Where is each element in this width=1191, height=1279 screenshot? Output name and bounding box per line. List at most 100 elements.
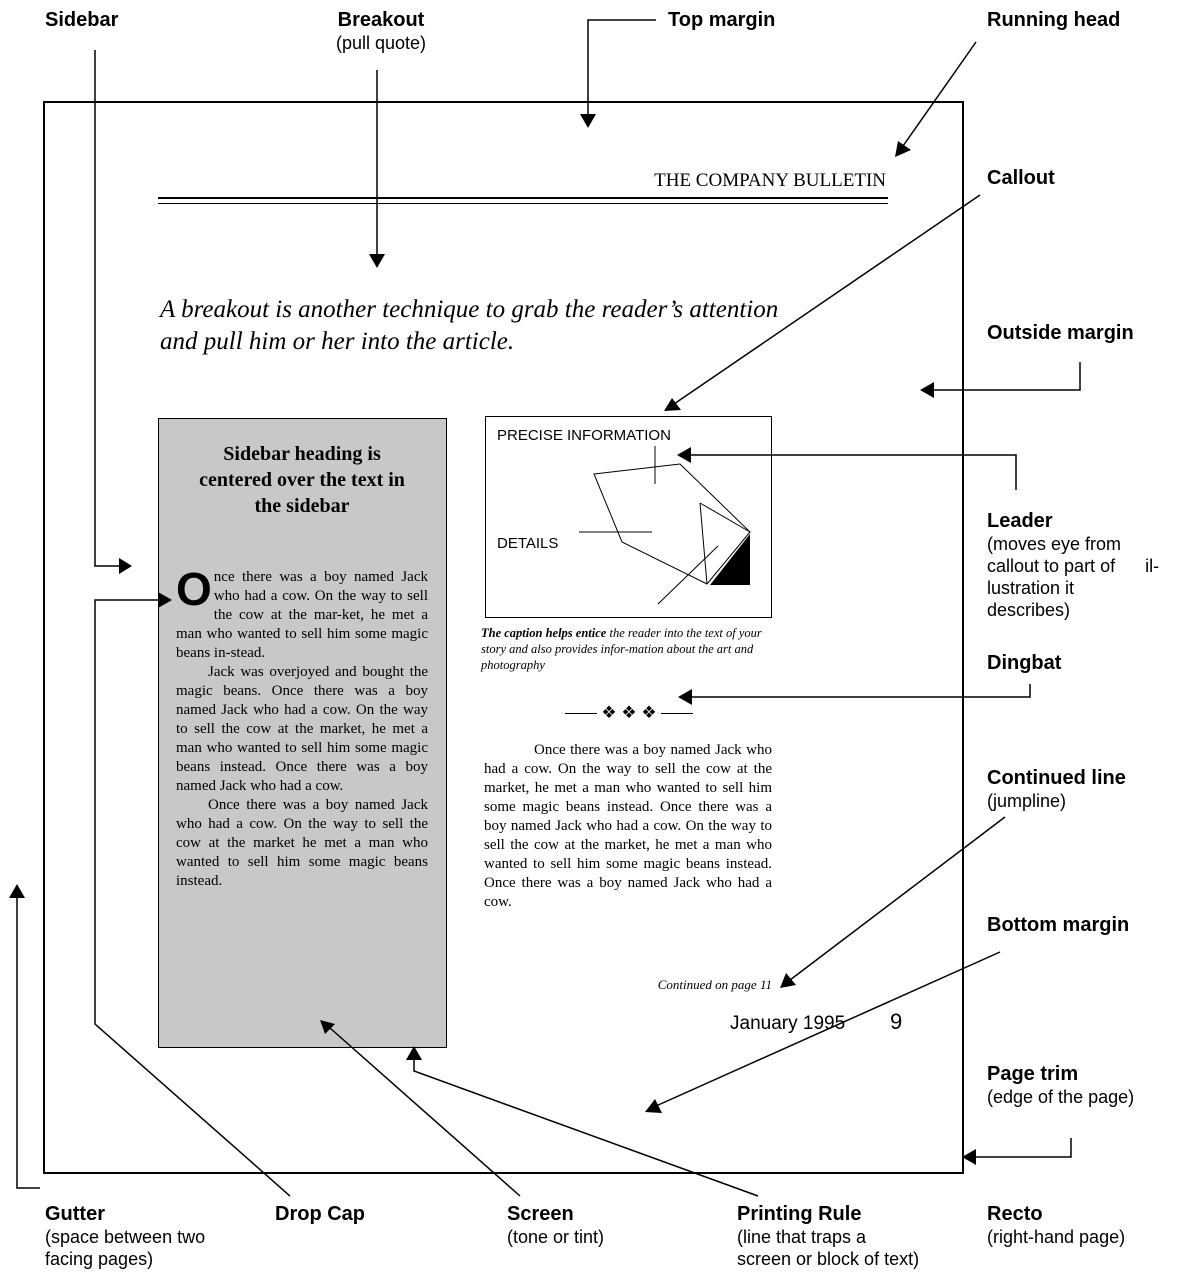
- drop-cap-letter: O: [176, 563, 212, 615]
- leader-printing-rule: [413, 1058, 759, 1197]
- page-trim-border: [43, 101, 964, 1174]
- label-bottom-margin: Bottom margin: [987, 913, 1129, 937]
- label-top-margin-title: Top margin: [668, 9, 776, 31]
- leader-bottom-margin: [655, 951, 1001, 1107]
- illustration-inner-line: [699, 502, 708, 585]
- sidebar-heading: Sidebar heading is centered over the tex…: [199, 443, 405, 517]
- leader-sidebar: [94, 50, 120, 567]
- label-screen-title: Screen: [507, 1203, 574, 1225]
- label-outside-margin-title: Outside margin: [987, 322, 1134, 344]
- leader-continued-line: [789, 816, 1006, 981]
- callout-precise-information: PRECISE INFORMATION: [497, 427, 671, 444]
- label-callout: Callout: [987, 166, 1055, 190]
- sidebar-paragraph-3: Once there was a boy named Jack who had …: [176, 797, 428, 889]
- dingbat-ornament: ❖ ❖ ❖: [548, 703, 710, 723]
- label-recto-desc: (right-hand page): [987, 1227, 1126, 1247]
- label-screen-desc: (tone or tint): [507, 1227, 605, 1247]
- arrowhead-sidebar: [119, 558, 132, 574]
- leader-outside-margin: [932, 362, 1081, 391]
- arrowhead-gutter: [9, 884, 25, 898]
- label-running-head-title: Running head: [987, 9, 1121, 31]
- label-printing-rule-desc-2: screen or block of text): [737, 1249, 920, 1269]
- label-breakout-title: Breakout: [337, 9, 425, 31]
- illustration-box: [485, 416, 772, 618]
- label-leader-desc-2: callout to part of il-: [987, 556, 1160, 576]
- label-dingbat: Dingbat: [987, 651, 1061, 675]
- sidebar-paragraph-2: Jack was overjoyed and bought the magic …: [176, 664, 428, 794]
- label-gutter-desc-2: facing pages): [45, 1249, 154, 1269]
- caption-bold-lead: The caption helps entice: [481, 626, 607, 640]
- label-leader-desc-1: (moves eye from: [987, 534, 1122, 554]
- leader-screen: [329, 1027, 521, 1197]
- label-drop-cap: Drop Cap: [275, 1202, 365, 1226]
- label-gutter-title: Gutter: [45, 1203, 105, 1225]
- label-leader-title: Leader: [987, 510, 1053, 532]
- leader-top-margin: [587, 19, 656, 116]
- arrowhead-bottom-margin: [645, 1099, 662, 1113]
- leader-callout: [673, 194, 981, 405]
- label-continued-line: Continued line (jumpline): [987, 766, 1126, 812]
- arrowhead-breakout: [369, 254, 385, 268]
- folio-page-number: 9: [890, 1009, 903, 1034]
- label-gutter-desc-1: (space between two: [45, 1227, 206, 1247]
- leader-running-head: [902, 41, 977, 147]
- label-breakout: Breakout (pull quote): [316, 8, 446, 54]
- label-sidebar: Sidebar: [45, 8, 118, 32]
- arrowhead-leader: [677, 447, 691, 463]
- label-leader-desc-4: describes): [987, 600, 1071, 620]
- leader-leader: [688, 454, 1017, 490]
- callout-details: DETAILS: [497, 535, 559, 552]
- label-bottom-margin-title: Bottom margin: [987, 914, 1130, 936]
- arrowhead-printing-rule: [406, 1046, 422, 1060]
- illustration-black-triangle: [710, 534, 750, 585]
- running-head-text: THE COMPANY BULLETIN: [654, 170, 886, 191]
- label-dingbat-title: Dingbat: [987, 652, 1062, 674]
- leader-gutter: [16, 896, 40, 1189]
- running-head-rule-thick: [158, 197, 888, 199]
- label-running-head: Running head: [987, 8, 1120, 32]
- label-breakout-desc: (pull quote): [335, 33, 427, 53]
- label-continued-line-title: Continued line: [987, 767, 1126, 789]
- leader-page-trim: [972, 1138, 1072, 1158]
- arrowhead-callout: [664, 398, 681, 411]
- label-printing-rule-title: Printing Rule: [737, 1203, 862, 1225]
- label-gutter: Gutter (space between two facing pages): [45, 1202, 205, 1270]
- label-drop-cap-title: Drop Cap: [275, 1203, 365, 1225]
- arrowhead-outside-margin: [920, 382, 934, 398]
- illustration-caption: The caption helps entice the reader into…: [481, 625, 773, 673]
- label-recto-title: Recto: [987, 1203, 1043, 1225]
- label-recto: Recto (right-hand page): [987, 1202, 1125, 1248]
- illustration-polygon: [593, 463, 751, 585]
- arrowhead-top-margin: [580, 114, 596, 128]
- label-screen: Screen (tone or tint): [507, 1202, 604, 1248]
- dingbat-right-line: [661, 713, 694, 715]
- footer-date: January 1995: [730, 1013, 846, 1034]
- dingbat-glyphs: ❖ ❖ ❖: [601, 703, 657, 722]
- breakout-pull-quote: A breakout is another technique to grab …: [160, 296, 779, 355]
- label-printing-rule-desc-1: (line that traps a: [737, 1227, 867, 1247]
- label-continued-line-desc: (jumpline): [987, 791, 1067, 811]
- arrowhead-continued-line: [780, 973, 796, 988]
- article-body-text: Once there was a boy named Jack who had …: [484, 742, 772, 910]
- label-leader: Leader (moves eye from callout to part o…: [987, 509, 1187, 621]
- sidebar-screen-box: [158, 418, 447, 1048]
- arrowhead-drop-cap: [158, 592, 172, 608]
- dingbat-left-line: [564, 713, 597, 715]
- leader-line-diagonal: [657, 545, 719, 605]
- arrowhead-running-head: [895, 141, 911, 157]
- caption-text: the reader into the text of your story a…: [481, 626, 762, 672]
- continued-jumpline: Continued on page 11: [657, 977, 772, 992]
- label-top-margin: Top margin: [668, 8, 775, 32]
- label-outside-margin: Outside margin: [987, 321, 1134, 345]
- illustration-inner-line-2: [699, 502, 751, 533]
- arrowhead-dingbat: [678, 689, 692, 705]
- leader-drop-cap: [94, 599, 291, 1197]
- arrowhead-page-trim: [962, 1149, 976, 1165]
- label-page-trim-title: Page trim: [987, 1063, 1079, 1085]
- label-page-trim: Page trim (edge of the page): [987, 1062, 1134, 1108]
- label-callout-title: Callout: [987, 167, 1055, 189]
